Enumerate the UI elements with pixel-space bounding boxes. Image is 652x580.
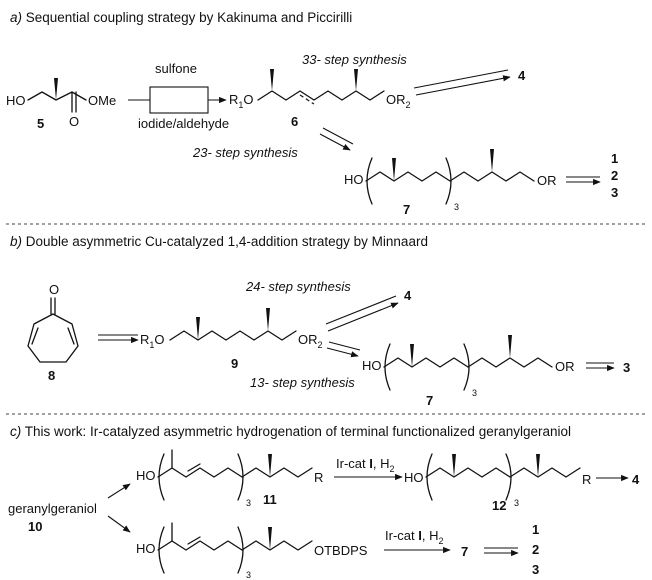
catalyst-label: Ir-cat I, H2 (336, 456, 395, 474)
carbonyl-oxygen-label: O (69, 114, 79, 129)
r-label: R (582, 472, 591, 487)
compound-number-5: 5 (37, 116, 44, 131)
methoxy-label: OMe (88, 93, 116, 108)
hydrogenation-step-2: Ir-cat I, H2 7 1 2 3 (384, 522, 539, 577)
repeat-3: 3 (246, 570, 251, 580)
section-a: a) Sequential coupling strategy by Kakin… (6, 10, 618, 217)
route-24-step: 24- step synthesis 4 (245, 279, 412, 332)
product-number-4: 4 (404, 288, 412, 303)
r1o-label: R1O (140, 332, 165, 350)
stereo-wedge (392, 158, 396, 181)
hydroxyl-label: HO (6, 93, 26, 108)
product-number-3: 3 (532, 562, 539, 577)
route-33-step: 33- step synthesis 4 (302, 52, 526, 96)
r-label: R (314, 470, 323, 485)
or-label: OR (555, 359, 575, 374)
compound-number-12: 12 (492, 498, 506, 513)
repeat-3: 3 (454, 202, 459, 212)
compound-number-9: 9 (231, 356, 238, 371)
steps-13-label: 13- step synthesis (250, 375, 355, 390)
stereo-wedge (268, 527, 272, 550)
r1o-label: R1O (229, 92, 254, 110)
section-c: c) This work: Ir-catalyzed asymmetric hy… (8, 424, 640, 580)
compound-12: HO 3 R 12 4 (404, 453, 640, 513)
product-number-1: 1 (611, 151, 618, 166)
or2-label: OR2 (298, 332, 323, 350)
stereo-wedge (410, 344, 414, 367)
repeat-3: 3 (472, 388, 477, 398)
steps-24-label: 24- step synthesis (245, 279, 351, 294)
hydroxyl-label: HO (362, 358, 382, 373)
compound-number-7: 7 (461, 544, 468, 559)
compound-number-10: 10 (28, 519, 42, 534)
compound-number-7: 7 (403, 202, 410, 217)
stereo-wedge (536, 454, 540, 477)
catalyst-label: Ir-cat I, H2 (385, 528, 444, 546)
product-number-3: 3 (623, 360, 630, 375)
otbdps-label: OTBDPS (314, 543, 368, 558)
compound-5: HO O OMe 5 (6, 78, 116, 131)
compound-lower-intermediate: HO 3 OTBDPS (136, 522, 368, 580)
section-b-header: b) Double asymmetric Cu-catalyzed 1,4-ad… (10, 234, 428, 249)
hydroxyl-label: HO (136, 541, 156, 556)
product-number-2: 2 (532, 542, 539, 557)
reagent-iodide-aldehyde: iodide/aldehyde (138, 116, 229, 131)
stereo-wedge (490, 149, 494, 172)
start-material-label: geranylgeraniol (8, 501, 97, 516)
product-number-4: 4 (632, 472, 640, 487)
coupling-box (149, 86, 209, 114)
compound-9: R1O OR2 9 (140, 308, 323, 371)
stereo-wedge (196, 317, 200, 340)
product-number-3: 3 (611, 185, 618, 200)
product-number-4: 4 (518, 68, 526, 83)
stereo-wedge (266, 308, 270, 331)
compound-7-a: HO 3 OR 7 1 2 3 (344, 149, 618, 217)
section-c-header: c) This work: Ir-catalyzed asymmetric hy… (10, 424, 571, 439)
sulfone-transform: sulfone iodide/aldehyde (128, 61, 229, 131)
hydrogenation-step-1: Ir-cat I, H2 (334, 456, 403, 481)
hydroxyl-label: HO (136, 468, 156, 483)
steps-23-label: 23- step synthesis (192, 145, 298, 160)
product-number-2: 2 (611, 168, 618, 183)
compound-number-7: 7 (426, 393, 433, 408)
stereo-wedge (270, 69, 274, 91)
route-13-step: 13- step synthesis (250, 341, 361, 390)
carbonyl-oxygen-label: O (49, 282, 59, 297)
hydroxyl-label: HO (404, 470, 424, 485)
stereo-wedge (268, 454, 272, 477)
route-23-step: 23- step synthesis (192, 127, 354, 160)
stereo-wedge (354, 69, 358, 91)
compound-number-11: 11 (263, 492, 277, 507)
compound-number-8: 8 (48, 368, 55, 383)
compound-8: O 8 (27, 282, 79, 383)
section-a-header: a) Sequential coupling strategy by Kakin… (10, 10, 352, 25)
section-b: b) Double asymmetric Cu-catalyzed 1,4-ad… (10, 234, 630, 408)
repeat-3: 3 (246, 498, 251, 508)
compound-number-6: 6 (291, 114, 298, 129)
or2-label: OR2 (386, 92, 411, 110)
repeat-3: 3 (514, 498, 519, 508)
stereo-wedge (54, 78, 58, 100)
hydroxyl-label: HO (344, 172, 364, 187)
reagent-sulfone: sulfone (155, 61, 197, 76)
compound-7-b: HO 3 OR 7 3 (362, 335, 630, 408)
stereo-wedge (452, 454, 456, 477)
compound-6: R1O OR2 6 (229, 69, 411, 129)
product-number-1: 1 (532, 522, 539, 537)
stereo-wedge (508, 335, 512, 358)
steps-33-label: 33- step synthesis (302, 52, 407, 67)
compound-11: HO 3 R 11 (136, 449, 323, 508)
or-label: OR (537, 173, 557, 188)
